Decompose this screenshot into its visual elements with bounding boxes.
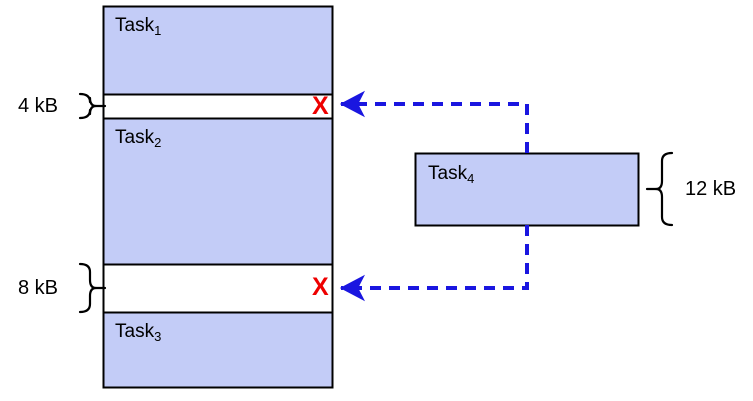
label-task1-text: Task	[115, 15, 155, 36]
x-mark-4kb: X	[312, 92, 329, 120]
arrow-to-4kb-hole	[339, 90, 529, 153]
label-task4: Task4	[428, 163, 475, 186]
x-mark-8kb: X	[312, 273, 329, 301]
memory-block-task1	[102, 5, 334, 96]
label-task2-text: Task	[115, 127, 155, 148]
memory-block-hole8kb	[102, 263, 334, 314]
arrow-to-8kb-hole	[339, 225, 529, 302]
allocation-attempt-arrows-group	[339, 90, 529, 302]
task4-box-group	[414, 152, 640, 227]
label-task4-index: 4	[467, 171, 475, 186]
memory-block-hole4kb	[102, 93, 334, 120]
size-4kb-label: 4 kB	[18, 95, 59, 117]
label-task3-text: Task	[115, 321, 155, 342]
label-task1-index: 1	[154, 23, 162, 38]
label-task3: Task3	[115, 321, 162, 344]
label-task4-text: Task	[428, 163, 468, 184]
size-8kb-label: 8 kB	[18, 277, 59, 299]
label-task2-index: 2	[154, 135, 162, 150]
brace-size-8kb	[78, 262, 98, 314]
size-12kb-label: 12 kB	[685, 178, 737, 200]
brace-size-4kb	[78, 92, 98, 120]
memory-block-task3	[102, 311, 334, 389]
label-task2: Task2	[115, 127, 162, 150]
task4-box	[414, 152, 640, 227]
label-task1: Task1	[115, 15, 162, 38]
memory-blocks-group	[102, 5, 334, 389]
size-braces-group	[78, 92, 674, 314]
memory-block-task2	[102, 117, 334, 266]
label-task3-index: 3	[154, 329, 162, 344]
brace-size-12kb	[654, 151, 674, 227]
